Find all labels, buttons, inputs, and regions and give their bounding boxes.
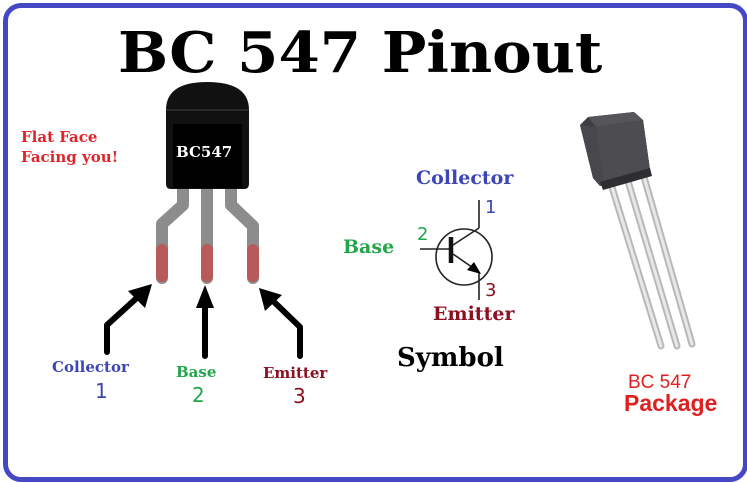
- symbol-caption: Symbol: [397, 343, 504, 373]
- transistor-body-front: [166, 82, 249, 189]
- package-leads: [607, 173, 696, 350]
- symbol-number-collector: 1: [485, 197, 497, 218]
- symbol-label-collector: Collector: [416, 167, 514, 189]
- pin-number-base: 2: [192, 383, 205, 407]
- arrow-heads: [128, 284, 282, 311]
- emitter-arrow: [467, 262, 481, 274]
- package-body: [580, 112, 652, 190]
- pin-label-collector: Collector: [52, 358, 129, 376]
- package-label-part: BC 547: [628, 372, 692, 393]
- symbol-number-base: 2: [417, 224, 429, 245]
- orientation-note-line2: Facing you!: [21, 148, 119, 166]
- pin-label-emitter: Emitter: [263, 364, 328, 382]
- symbol-number-emitter: 3: [485, 280, 497, 301]
- npn-symbol: [420, 200, 493, 300]
- orientation-note-line1: Flat Face: [21, 128, 98, 146]
- symbol-label-emitter: Emitter: [433, 303, 515, 325]
- diagram-frame: [3, 3, 747, 482]
- symbol-label-base: Base: [343, 236, 395, 258]
- body-marking: BC547: [176, 143, 233, 161]
- page-title: BC 547 Pinout: [118, 20, 603, 86]
- pin-label-base: Base: [176, 363, 217, 381]
- pin-number-emitter: 3: [293, 384, 306, 408]
- pin-arrows: [104, 292, 303, 359]
- pin-number-collector: 1: [95, 379, 108, 403]
- transistor-leads: [156, 180, 259, 284]
- package-label-caption: Package: [624, 390, 718, 416]
